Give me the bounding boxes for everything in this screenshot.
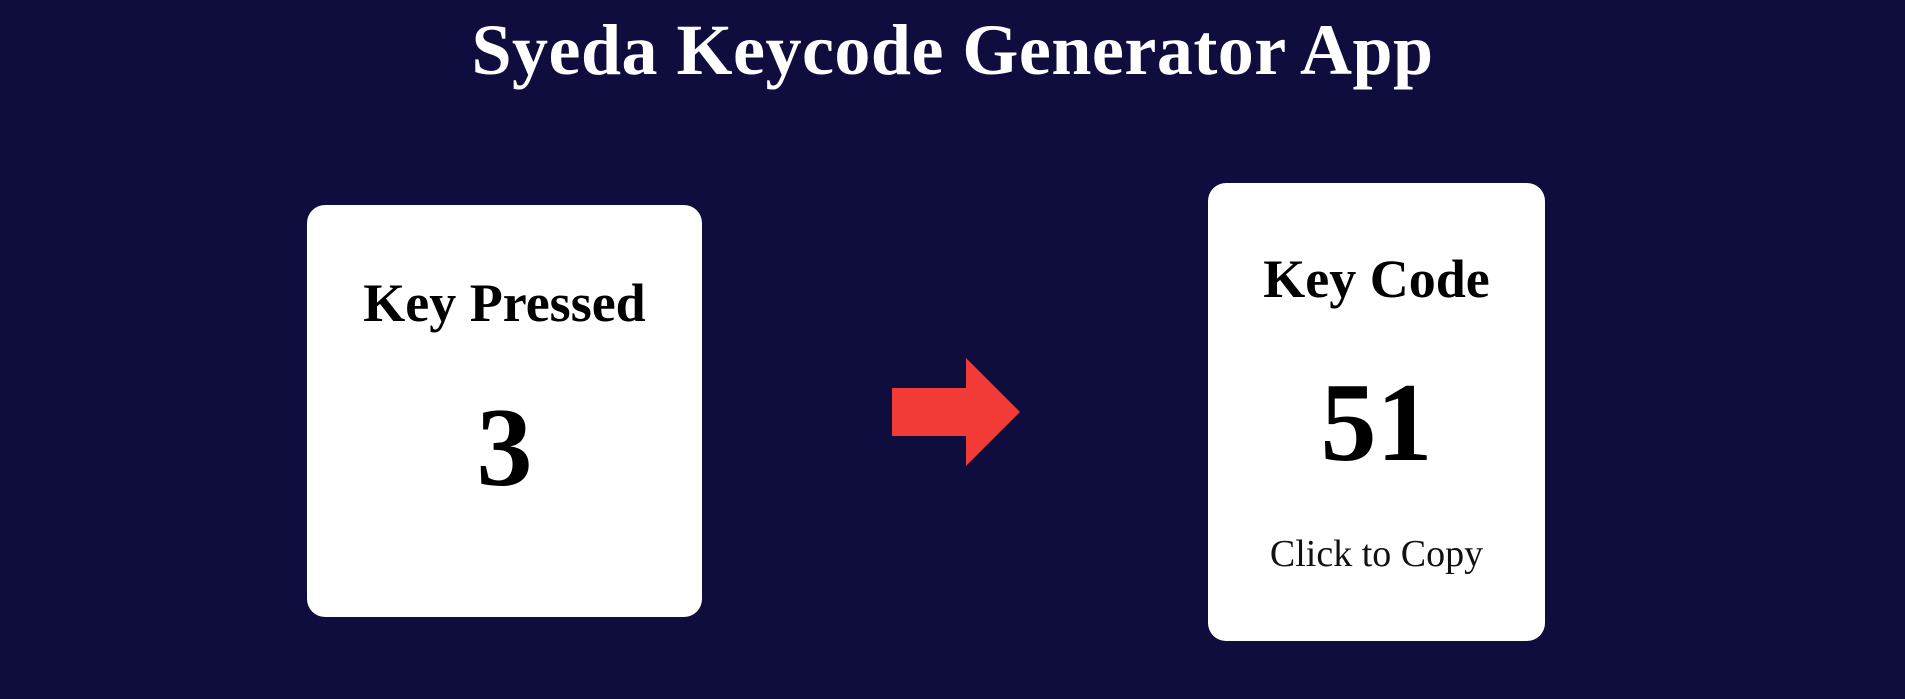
key-pressed-heading: Key Pressed [363, 273, 646, 333]
key-code-value[interactable]: 51 [1320, 361, 1433, 485]
key-code-heading: Key Code [1263, 249, 1490, 309]
key-code-card[interactable]: Key Code 51 Click to Copy [1208, 183, 1545, 641]
key-pressed-card: Key Pressed 3 [307, 205, 702, 617]
copy-hint-text[interactable]: Click to Copy [1269, 533, 1484, 575]
key-pressed-value: 3 [476, 386, 533, 510]
page-title: Syeda Keycode Generator App [471, 10, 1434, 90]
arrow-right-icon [892, 358, 1020, 466]
